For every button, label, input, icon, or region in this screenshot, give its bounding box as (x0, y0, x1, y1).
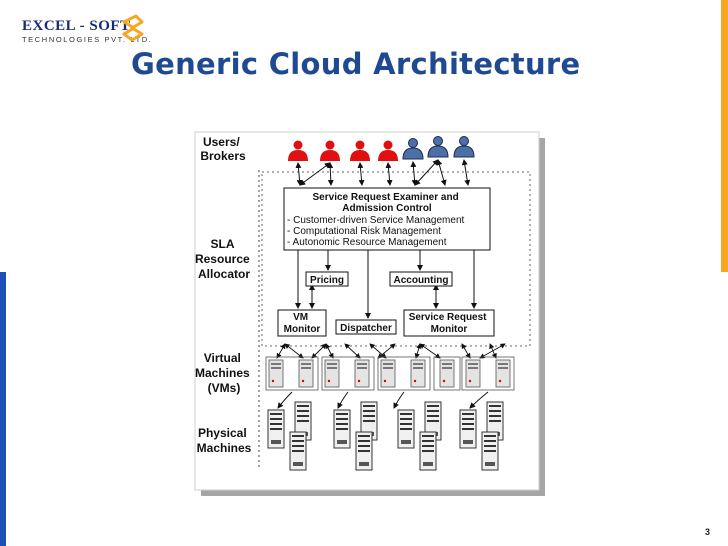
vm-icon (268, 359, 284, 388)
label-virtual-machines: Virtual Machines (VMs) (195, 351, 253, 395)
vm-monitor-label: VM Monitor (284, 312, 321, 335)
server-icon (267, 409, 285, 449)
vm-icon (495, 359, 511, 388)
page-number: 3 (705, 527, 711, 537)
pricing-label: Pricing (310, 275, 344, 286)
vm-group (321, 356, 375, 391)
logo-subtitle: TECHNOLOGIES PVT. LTD. (22, 35, 153, 44)
sla-connections (295, 250, 477, 319)
service-request-monitor-label: Service Request Monitor (409, 312, 490, 335)
label-sla-allocator: SLA Resource Allocator (195, 237, 253, 281)
vm-group (265, 356, 319, 391)
examiner-box (283, 187, 491, 251)
accounting-box (389, 271, 453, 287)
vm-arrows (276, 343, 506, 359)
dispatcher-box (335, 319, 397, 335)
label-users-brokers: Users/ Brokers (200, 135, 246, 163)
vm-group (433, 356, 461, 391)
vm-icon (410, 359, 426, 388)
vm-to-physical-arrows (277, 391, 489, 409)
vm-icon (324, 359, 340, 388)
user-arrows (295, 159, 471, 186)
slide-title: Generic Cloud Architecture (131, 47, 581, 81)
sla-dotted-box (261, 171, 531, 347)
vm-icon (354, 359, 370, 388)
service-request-monitor-box (403, 309, 495, 337)
right-accent-bar (721, 0, 728, 272)
vm-icon (298, 359, 314, 388)
vm-monitor-box (277, 309, 327, 337)
vm-group (377, 356, 431, 391)
company-logo: EXCEL - SOFT TECHNOLOGIES PVT. LTD. (8, 18, 151, 48)
server-icon (481, 431, 499, 471)
examiner-items: - Customer-driven Service Management - C… (287, 215, 467, 248)
server-icon (289, 431, 307, 471)
server-icon (355, 431, 373, 471)
pricing-box (305, 271, 349, 287)
left-accent-bar (0, 272, 6, 546)
server-icon (419, 431, 437, 471)
vm-row (265, 356, 515, 391)
server-icon (397, 409, 415, 449)
vm-icon (380, 359, 396, 388)
vm-icon (465, 359, 481, 388)
accounting-label: Accounting (394, 275, 449, 286)
logo-name: EXCEL - SOFT (22, 18, 131, 34)
vm-icon (439, 359, 455, 388)
server-icon (333, 409, 351, 449)
vm-group (461, 356, 515, 391)
examiner-title: Service Request Examiner and Admission C… (313, 192, 462, 214)
logo-mark-icon (122, 14, 144, 42)
label-physical-machines: Physical Machines (197, 426, 252, 455)
vm-units (268, 359, 511, 388)
dispatcher-label: Dispatcher (340, 323, 392, 334)
server-icon (459, 409, 477, 449)
